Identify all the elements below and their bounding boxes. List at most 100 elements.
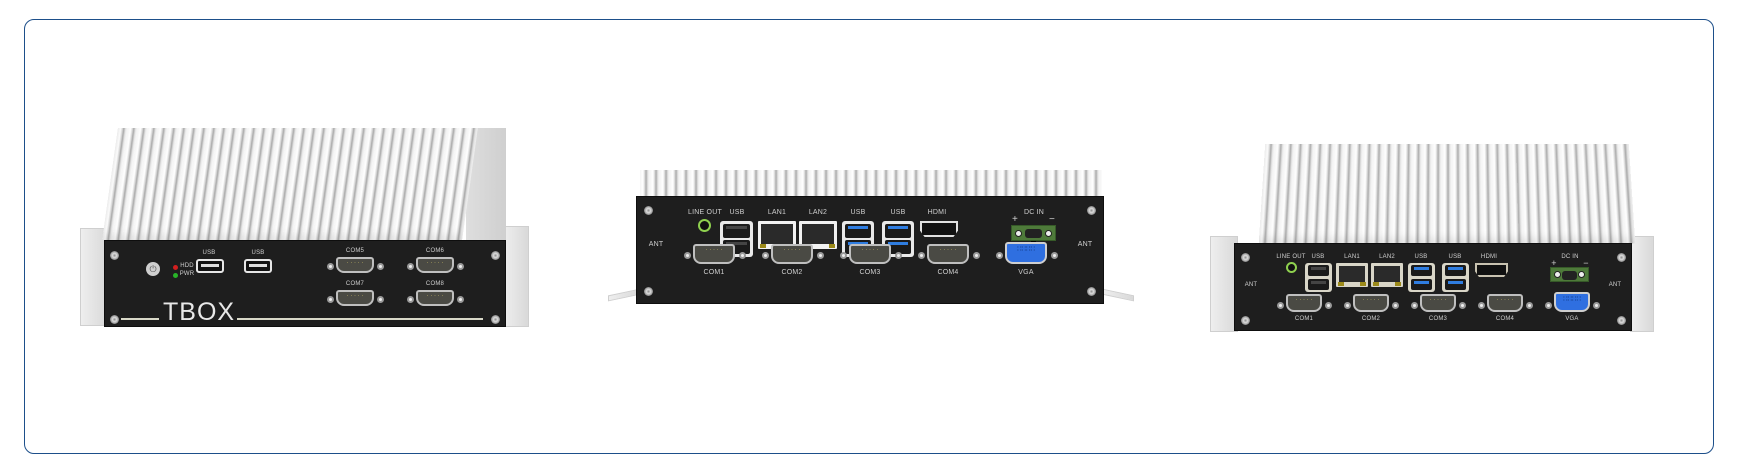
- lan2-port: [1371, 263, 1403, 287]
- panel-line-right: [237, 318, 483, 320]
- usb3-port-stack: [1408, 263, 1435, 292]
- com1-label: COM1: [1294, 316, 1314, 322]
- usb2-label: USB: [251, 250, 265, 256]
- hex-nut-icon: [1051, 252, 1058, 259]
- hex-nut-icon: [1526, 302, 1533, 309]
- usb-port: [244, 259, 272, 273]
- com4-port: [1487, 294, 1523, 312]
- dc-plus-label: +: [1551, 258, 1557, 268]
- lan1-label: LAN1: [767, 209, 787, 216]
- com2-label: COM2: [1361, 316, 1381, 322]
- hex-nut-icon: [762, 252, 769, 259]
- hex-nut-icon: [327, 263, 334, 270]
- com4-port: [927, 244, 969, 264]
- vga-port: [1554, 292, 1590, 312]
- pwr-label: PWR: [179, 271, 195, 277]
- usb-label: USB: [729, 209, 745, 216]
- hex-nut-icon: [407, 296, 414, 303]
- line-out-label: LINE OUT: [688, 209, 722, 216]
- com4-label: COM4: [1495, 316, 1515, 322]
- line-out-jack: [1286, 262, 1297, 273]
- hex-nut-icon: [840, 252, 847, 259]
- dc-in-label: DC IN: [1561, 254, 1579, 260]
- hex-nut-icon: [1392, 302, 1399, 309]
- hex-nut-icon: [377, 296, 384, 303]
- hex-nut-icon: [407, 263, 414, 270]
- usb3-label: USB: [1414, 254, 1428, 260]
- dc-in-terminal: [1550, 267, 1589, 282]
- line-out-jack: [698, 219, 711, 232]
- com2-port: [771, 244, 813, 264]
- hex-nut-icon: [1459, 302, 1466, 309]
- heatsink-fins: [1258, 144, 1636, 244]
- lan2-label: LAN2: [1379, 254, 1395, 260]
- ant-right-label: ANT: [1608, 282, 1622, 288]
- screw-icon: [1087, 287, 1096, 296]
- line-out-label: LINE OUT: [1276, 254, 1306, 260]
- lan1-port: [1336, 263, 1368, 287]
- vga-port: [1005, 242, 1047, 264]
- usb-port: [196, 259, 224, 273]
- dc-plus-label: +: [1011, 214, 1019, 225]
- mount-bracket-right: [503, 226, 529, 327]
- com1-port: [1286, 294, 1322, 312]
- hdd-led-icon: [173, 265, 178, 270]
- dc-minus-label: −: [1048, 214, 1056, 225]
- hex-nut-icon: [457, 263, 464, 270]
- com4-label: COM4: [937, 269, 959, 276]
- hex-nut-icon: [973, 252, 980, 259]
- hex-nut-icon: [1325, 302, 1332, 309]
- lan2-label: LAN2: [808, 209, 828, 216]
- screw-icon: [1087, 206, 1096, 215]
- hex-nut-icon: [684, 252, 691, 259]
- front-panel: ⏻ HDD PWR USB USB COM5 COM6 COM7 COM8 TB…: [104, 240, 506, 327]
- screw-icon: [1617, 316, 1626, 325]
- rear-panel: LINE OUT USB LAN1 LAN2 USB USB HDMI DC I…: [1234, 243, 1632, 331]
- hdmi-label: HDMI: [1480, 254, 1498, 260]
- com3-label: COM3: [859, 269, 881, 276]
- hex-nut-icon: [739, 252, 746, 259]
- com3-label: COM3: [1428, 316, 1448, 322]
- panel-line-left: [121, 318, 159, 320]
- com3-port: [1420, 294, 1456, 312]
- com1-port: [693, 244, 735, 264]
- screw-icon: [110, 315, 119, 324]
- usb-label: USB: [1311, 254, 1325, 260]
- com7-port: [336, 290, 374, 306]
- hex-nut-icon: [377, 263, 384, 270]
- screw-icon: [491, 251, 500, 260]
- mount-bracket-left: [80, 228, 108, 326]
- hdmi-label: HDMI: [927, 209, 947, 216]
- hex-nut-icon: [1411, 302, 1418, 309]
- screw-icon: [1617, 253, 1626, 262]
- com2-label: COM2: [781, 269, 803, 276]
- com5-port: [336, 257, 374, 273]
- dc-in-terminal: [1011, 225, 1056, 241]
- hex-nut-icon: [918, 252, 925, 259]
- dc-in-label: DC IN: [1023, 209, 1045, 216]
- vga-label: VGA: [1565, 316, 1579, 322]
- hex-nut-icon: [1545, 302, 1552, 309]
- usb3-port-stack: [1442, 263, 1469, 292]
- screw-icon: [644, 287, 653, 296]
- usb3-label: USB: [890, 209, 906, 216]
- usb3-label: USB: [850, 209, 866, 216]
- vga-label: VGA: [1018, 269, 1034, 276]
- com1-label: COM1: [703, 269, 725, 276]
- usb-port-stack: [1305, 263, 1332, 292]
- hex-nut-icon: [1478, 302, 1485, 309]
- com5-label: COM5: [345, 248, 365, 254]
- usb3-label: USB: [1448, 254, 1462, 260]
- hex-nut-icon: [895, 252, 902, 259]
- brand-logo: TBOX: [163, 298, 236, 326]
- hdmi-port: [1475, 263, 1508, 277]
- screw-icon: [110, 251, 119, 260]
- ant-left-label: ANT: [1244, 282, 1258, 288]
- heatsink-fins: [102, 128, 478, 240]
- hdd-label: HDD: [180, 263, 194, 269]
- hex-nut-icon: [457, 296, 464, 303]
- lan2-port: [799, 221, 837, 249]
- com3-port: [849, 244, 891, 264]
- ant-left-label: ANT: [648, 241, 664, 248]
- com8-port: [416, 290, 454, 306]
